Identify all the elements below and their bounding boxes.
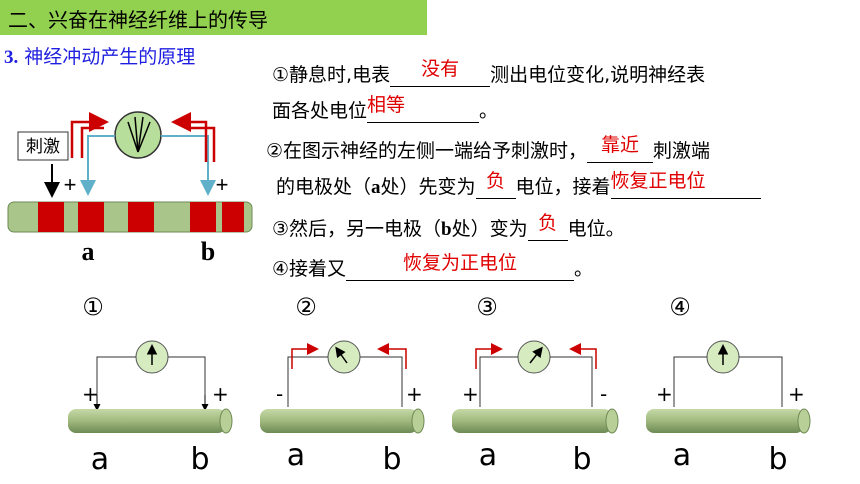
- label-b-inline: b: [441, 219, 452, 240]
- plus-left: +: [64, 172, 77, 197]
- para4-text: ④接着又: [272, 258, 347, 280]
- panel-2-right-sign: +: [406, 382, 423, 406]
- para2-text-4: 处）先变为: [380, 176, 476, 198]
- four-stage-diagrams: ① + + a b ② - + a b ③ +: [68, 293, 811, 477]
- section-title: 二、兴奋在神经纤维上的传导: [8, 8, 268, 32]
- panel-1-number: ①: [82, 293, 104, 321]
- current-arrow-left: [475, 343, 503, 369]
- wire-left: [80, 135, 115, 196]
- panel-4-label-a: a: [673, 438, 691, 473]
- galvanometer-needles-icon: [127, 116, 151, 153]
- para2-line2: 的电极处（a处）先变为负电位，接着恢复正电位: [276, 170, 761, 199]
- stimulus-box: [17, 131, 69, 161]
- para1-text-3: 面各处电位: [272, 100, 368, 122]
- answer-blank-6: 负: [527, 212, 568, 241]
- galvanometer-icon: [327, 340, 361, 374]
- answer-blank-4: 负: [475, 170, 516, 199]
- para2-text: ②在图示神经的左侧一端给予刺激时，: [266, 140, 588, 162]
- nerve-stimulus-diagram: 刺激 + + a b: [7, 111, 253, 266]
- panel-3-right-sign: -: [600, 382, 607, 406]
- label-b: b: [201, 237, 215, 266]
- current-arrow-left: [291, 343, 319, 369]
- answer-blank-5: 恢复正电位: [610, 170, 761, 199]
- panel-2: ② - + a b: [260, 293, 425, 477]
- panel-2-number: ②: [295, 293, 317, 321]
- para1-end: 。: [479, 100, 499, 122]
- subsection-text: 神经冲动产生的原理: [24, 46, 196, 68]
- answer-text: 没有: [421, 58, 460, 80]
- panel-3-label-a: a: [479, 438, 497, 473]
- para4-end: 。: [574, 258, 594, 280]
- nerve-fiber: [452, 409, 612, 433]
- panel-4: ④ + + a b: [646, 293, 811, 477]
- panel-3-number: ③: [476, 293, 498, 321]
- label-a: a: [82, 237, 95, 266]
- answer-blank-1: 没有: [390, 58, 491, 87]
- para3-text-3: 电位。: [567, 218, 625, 240]
- wire-right: [161, 135, 216, 196]
- plus-right: +: [216, 172, 229, 197]
- stimulus-label: 刺激: [26, 137, 60, 156]
- nerve-red-bands: [38, 202, 244, 232]
- panel-4-right-sign: +: [788, 382, 805, 406]
- para1-line2: 面各处电位相等 。: [272, 94, 499, 123]
- panel-2-label-a: a: [287, 438, 305, 473]
- answer-text: 相等: [367, 94, 406, 116]
- section-header: 二、兴奋在神经纤维上的传导: [0, 0, 427, 35]
- subsection-number: 3.: [4, 47, 19, 68]
- para1-text: ①静息时,电表: [272, 64, 391, 86]
- nerve-fiber: [646, 409, 804, 433]
- para3-text-2: 处）变为: [451, 218, 528, 240]
- panel-2-left-sign: -: [276, 382, 283, 406]
- answer-text: 靠近: [601, 134, 640, 156]
- current-arrow-right: [377, 343, 407, 369]
- panel-4-left-sign: +: [656, 382, 673, 406]
- para3-line: ③然后，另一电极（b处）变为负电位。: [272, 212, 625, 241]
- answer-text: 负: [486, 170, 506, 192]
- answer-blank-3: 靠近: [587, 134, 654, 163]
- current-arrow-left-2: [80, 126, 104, 158]
- answer-blank-7: 恢复为正电位: [346, 252, 575, 281]
- para1-text-2: 测出电位变化,说明神经表: [490, 64, 706, 86]
- para1-line1: ①静息时,电表 没有 测出电位变化,说明神经表: [272, 58, 706, 87]
- current-arrow-left: [70, 112, 109, 158]
- answer-text: 恢复为正电位: [403, 252, 518, 274]
- subsection-title: 3. 神经冲动产生的原理: [4, 42, 195, 69]
- panel-2-label-b: b: [382, 442, 401, 477]
- answer-blank-2: 相等: [367, 94, 480, 123]
- panel-1-label-b: b: [190, 442, 209, 477]
- para2-text-2: 刺激端: [653, 140, 711, 162]
- panel-1-left-sign: +: [82, 382, 99, 406]
- panel-3-label-b: b: [572, 442, 591, 477]
- answer-text: 负: [538, 212, 558, 234]
- panel-4-label-b: b: [768, 442, 787, 477]
- panel-1-label-a: a: [91, 442, 109, 477]
- para2-line1: ②在图示神经的左侧一端给予刺激时， 靠近刺激端: [266, 134, 711, 163]
- label-a-inline: a: [371, 177, 381, 198]
- panel-3: ③ + - a b: [452, 293, 619, 477]
- nerve-fiber: [68, 409, 226, 433]
- panel-1-right-sign: +: [212, 382, 229, 406]
- current-arrow-right: [569, 343, 597, 369]
- para3-text: ③然后，另一电极（: [272, 218, 442, 240]
- answer-text: 恢复正电位: [610, 170, 706, 192]
- panel-3-left-sign: +: [462, 382, 479, 406]
- para2-text-3: 的电极处（: [276, 176, 372, 198]
- nerve-fiber: [260, 409, 418, 433]
- current-arrow-right-2: [190, 126, 216, 162]
- panel-1: ① + + a b: [68, 293, 233, 477]
- current-arrow-right: [171, 112, 208, 162]
- para2-text-5: 电位，接着: [515, 176, 611, 198]
- panel-4-number: ④: [669, 293, 691, 321]
- para4-line: ④接着又 恢复为正电位 。: [272, 252, 594, 281]
